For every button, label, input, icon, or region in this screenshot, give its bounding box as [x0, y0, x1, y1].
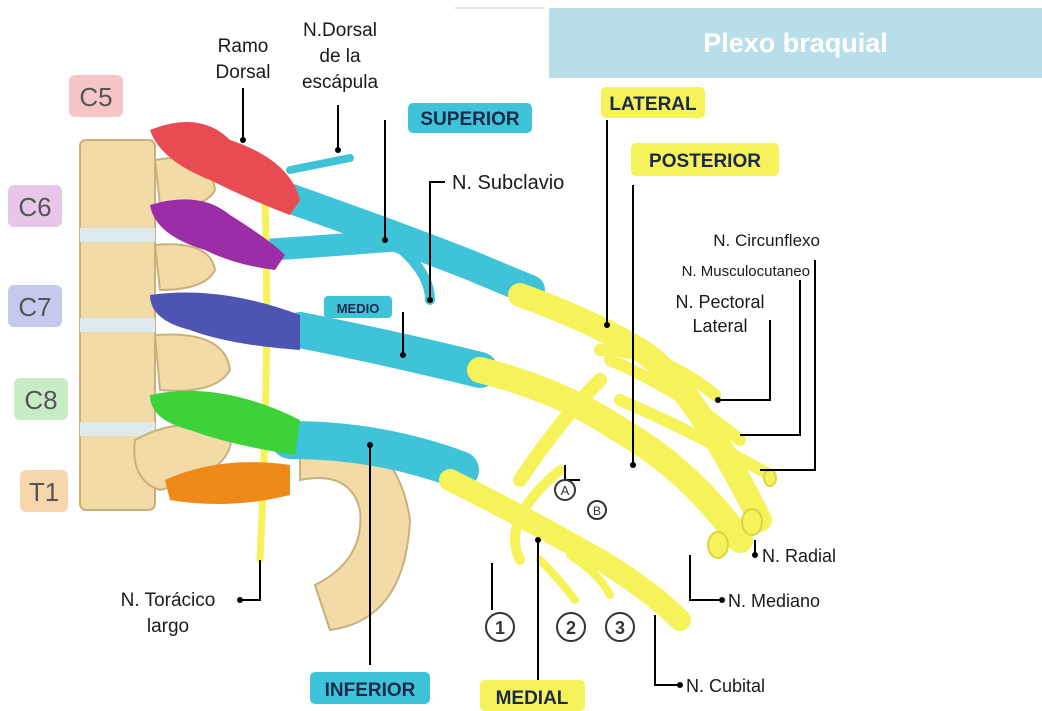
disc-3 — [80, 422, 155, 436]
subclavio-label: N. Subclavio — [452, 172, 564, 194]
dot — [367, 442, 373, 448]
dot — [237, 597, 243, 603]
marker-1: 1 — [495, 618, 505, 638]
ramo-dorsal-line1: Ramo — [218, 36, 269, 57]
medial-label: MEDIAL — [496, 688, 569, 709]
branch-2 — [540, 560, 575, 600]
toracico-line2: largo — [147, 616, 189, 637]
leader-circunflexo — [760, 260, 815, 470]
c8-label: C8 — [24, 385, 57, 415]
dorsal-escapula-line2: de la — [319, 46, 361, 67]
middle-trunk — [300, 330, 480, 370]
marker-2: 2 — [566, 618, 576, 638]
dot — [719, 597, 725, 603]
t1-label: T1 — [29, 477, 59, 507]
lateral-label: LATERAL — [609, 94, 697, 115]
c6-join — [265, 240, 400, 250]
pectoral-end — [764, 470, 776, 486]
musculocutaneo-label: N. Musculocutaneo — [682, 263, 810, 280]
dot — [752, 552, 758, 558]
leader-mediano — [690, 555, 722, 600]
dot — [630, 462, 636, 468]
transverse-process-3 — [155, 334, 230, 390]
dorsal-scapular-branch — [290, 158, 350, 170]
posterior-label: POSTERIOR — [649, 151, 761, 172]
dorsal-escapula-line3: escápula — [302, 72, 378, 93]
marker-3: 3 — [615, 618, 625, 638]
superior-label: SUPERIOR — [420, 109, 520, 130]
mediano-label: N. Mediano — [728, 591, 820, 611]
c7-label: C7 — [18, 292, 51, 322]
pectoral-line1: N. Pectoral — [675, 292, 764, 312]
marker-b: B — [593, 504, 601, 518]
leader-A — [565, 465, 580, 480]
inferior-label: INFERIOR — [325, 680, 416, 701]
dot — [240, 137, 246, 143]
dot — [382, 237, 388, 243]
dot — [335, 147, 341, 153]
median-end — [708, 532, 728, 558]
c5-label: C5 — [79, 82, 112, 112]
circunflexo-label: N. Circunflexo — [713, 231, 820, 250]
disc-1 — [80, 228, 155, 242]
dot — [677, 682, 683, 688]
disc-2 — [80, 318, 155, 332]
dot — [535, 537, 541, 543]
leader-toracico — [240, 560, 260, 600]
trunks — [265, 158, 530, 470]
medio-label: MEDIO — [337, 301, 380, 316]
dot — [715, 397, 721, 403]
dot — [400, 352, 406, 358]
c6-label: C6 — [18, 192, 51, 222]
dorsal-escapula-line1: N.Dorsal — [303, 20, 377, 41]
cubital-label: N. Cubital — [686, 676, 765, 696]
radial-end — [742, 509, 762, 535]
transverse-process-2 — [155, 244, 215, 290]
pectoral-line2: Lateral — [692, 316, 747, 336]
radial-label: N. Radial — [762, 546, 836, 566]
dot — [604, 322, 610, 328]
dot — [427, 297, 433, 303]
marker-a: A — [561, 483, 570, 498]
ramo-dorsal-line2: Dorsal — [216, 62, 271, 83]
toracico-line1: N. Torácico — [121, 590, 216, 611]
